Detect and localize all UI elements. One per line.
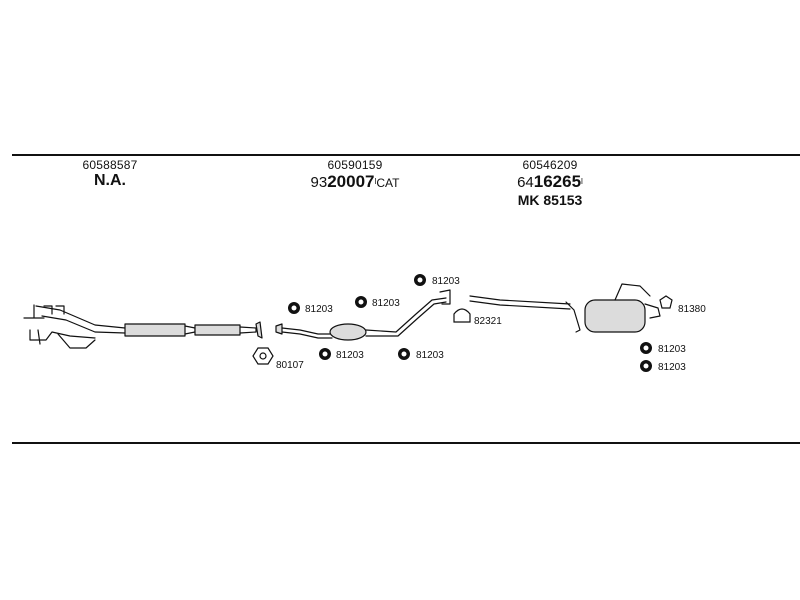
front-downpipe [23, 304, 263, 349]
code-middle-main: 20007 [327, 172, 375, 191]
code-rear-main: 16265 [533, 172, 582, 191]
label-clamp-f: 81203 [658, 344, 686, 355]
bracket-icon [453, 308, 471, 323]
clamp-icon [288, 302, 300, 314]
clamp-icon [414, 274, 426, 286]
code-middle-prefix: 93 [310, 174, 328, 191]
part-number-middle: 60590159 [327, 158, 383, 172]
clamp-icon [319, 348, 331, 360]
code-front: N.A. [94, 172, 126, 189]
label-clamp-c: 81203 [432, 276, 460, 287]
section-front: 60588587 N.A. [60, 158, 160, 190]
label-clamp-d: 81203 [336, 350, 364, 361]
clamp-icon [640, 342, 652, 354]
label-clamp-e: 81203 [416, 350, 444, 361]
bottom-divider [12, 442, 800, 444]
top-divider [12, 154, 800, 156]
label-clamp-g: 81203 [658, 362, 686, 373]
label-hanger-rear: 81380 [678, 304, 706, 315]
code-rear: 6416265ˡ [517, 172, 583, 191]
rear-silencer-pipe [469, 283, 661, 333]
part-number-rear: 60546209 [522, 158, 578, 172]
code-middle-suffix: CAT [376, 176, 400, 190]
clamp-icon [355, 296, 367, 308]
part-number-front: 60588587 [82, 158, 138, 172]
hanger-icon [659, 295, 673, 309]
label-clamp-a: 81203 [305, 304, 333, 315]
extra-rear: MK 85153 [517, 192, 583, 208]
section-rear: 60546209 6416265ˡ MK 85153 [490, 158, 610, 208]
label-bracket-mid: 82321 [474, 316, 502, 327]
middle-catalyst-pipe [275, 289, 451, 341]
clamp-icon [640, 360, 652, 372]
code-rear-prefix: 64 [517, 174, 534, 191]
label-gasket-front: 80107 [276, 360, 304, 371]
label-clamp-b: 81203 [372, 298, 400, 309]
section-middle: 60590159 9320007ˡCAT [290, 158, 420, 192]
clamp-icon [398, 348, 410, 360]
code-middle: 9320007ˡCAT [310, 172, 400, 191]
gasket-hole [259, 352, 267, 360]
